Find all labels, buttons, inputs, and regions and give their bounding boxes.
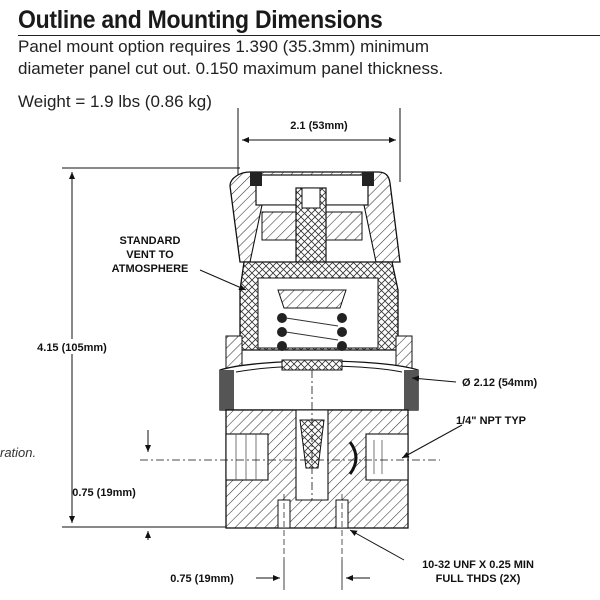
title-divider — [18, 35, 600, 37]
vent-label-line-3: ATMOSPHERE — [112, 263, 189, 275]
thread-label-line-2: FULL THDS (2X) — [436, 573, 521, 585]
diameter-label: Ø 2.12 (54mm) — [462, 377, 538, 389]
top-width-dimension: 2.1 (53mm) — [237, 108, 401, 182]
height-label: 4.15 (105mm) — [37, 342, 107, 354]
spring — [277, 313, 347, 351]
vent-callout: STANDARD VENT TO ATMOSPHERE — [112, 235, 247, 291]
diaphragm-ring — [219, 359, 419, 411]
thread-label-line-1: 10-32 UNF X 0.25 MIN — [422, 559, 534, 571]
weight-text: Weight = 1.9 lbs (0.86 kg) — [18, 92, 212, 111]
bottom-width-label: 0.75 (19mm) — [170, 573, 234, 585]
bottom-width-dimension: 0.75 (19mm) — [170, 560, 370, 590]
description-line-2: diameter panel cut out. 0.150 maximum pa… — [18, 59, 444, 78]
port-height-dimension: 0.75 (19mm) — [72, 430, 151, 540]
knob — [229, 171, 401, 297]
description: Panel mount option requires 1.390 (35.3m… — [18, 36, 443, 80]
port-height-label: 0.75 (19mm) — [72, 487, 136, 499]
npt-callout: 1/4" NPT TYP — [401, 415, 526, 459]
diameter-callout: Ø 2.12 (54mm) — [411, 375, 538, 389]
height-dimension: 4.15 (105mm) — [20, 167, 240, 528]
top-width-label: 2.1 (53mm) — [290, 120, 348, 132]
bonnet — [225, 261, 413, 369]
page-title: Outline and Mounting Dimensions — [18, 6, 383, 34]
regulator-body — [140, 370, 440, 560]
thread-callout: 10-32 UNF X 0.25 MIN FULL THDS (2X) — [349, 529, 534, 585]
npt-label: 1/4" NPT TYP — [456, 415, 526, 427]
truncated-side-note: ration. — [0, 445, 37, 460]
vent-label-line-1: STANDARD — [120, 235, 181, 247]
vent-label-line-2: VENT TO — [126, 249, 174, 261]
description-line-1: Panel mount option requires 1.390 (35.3m… — [18, 37, 430, 56]
